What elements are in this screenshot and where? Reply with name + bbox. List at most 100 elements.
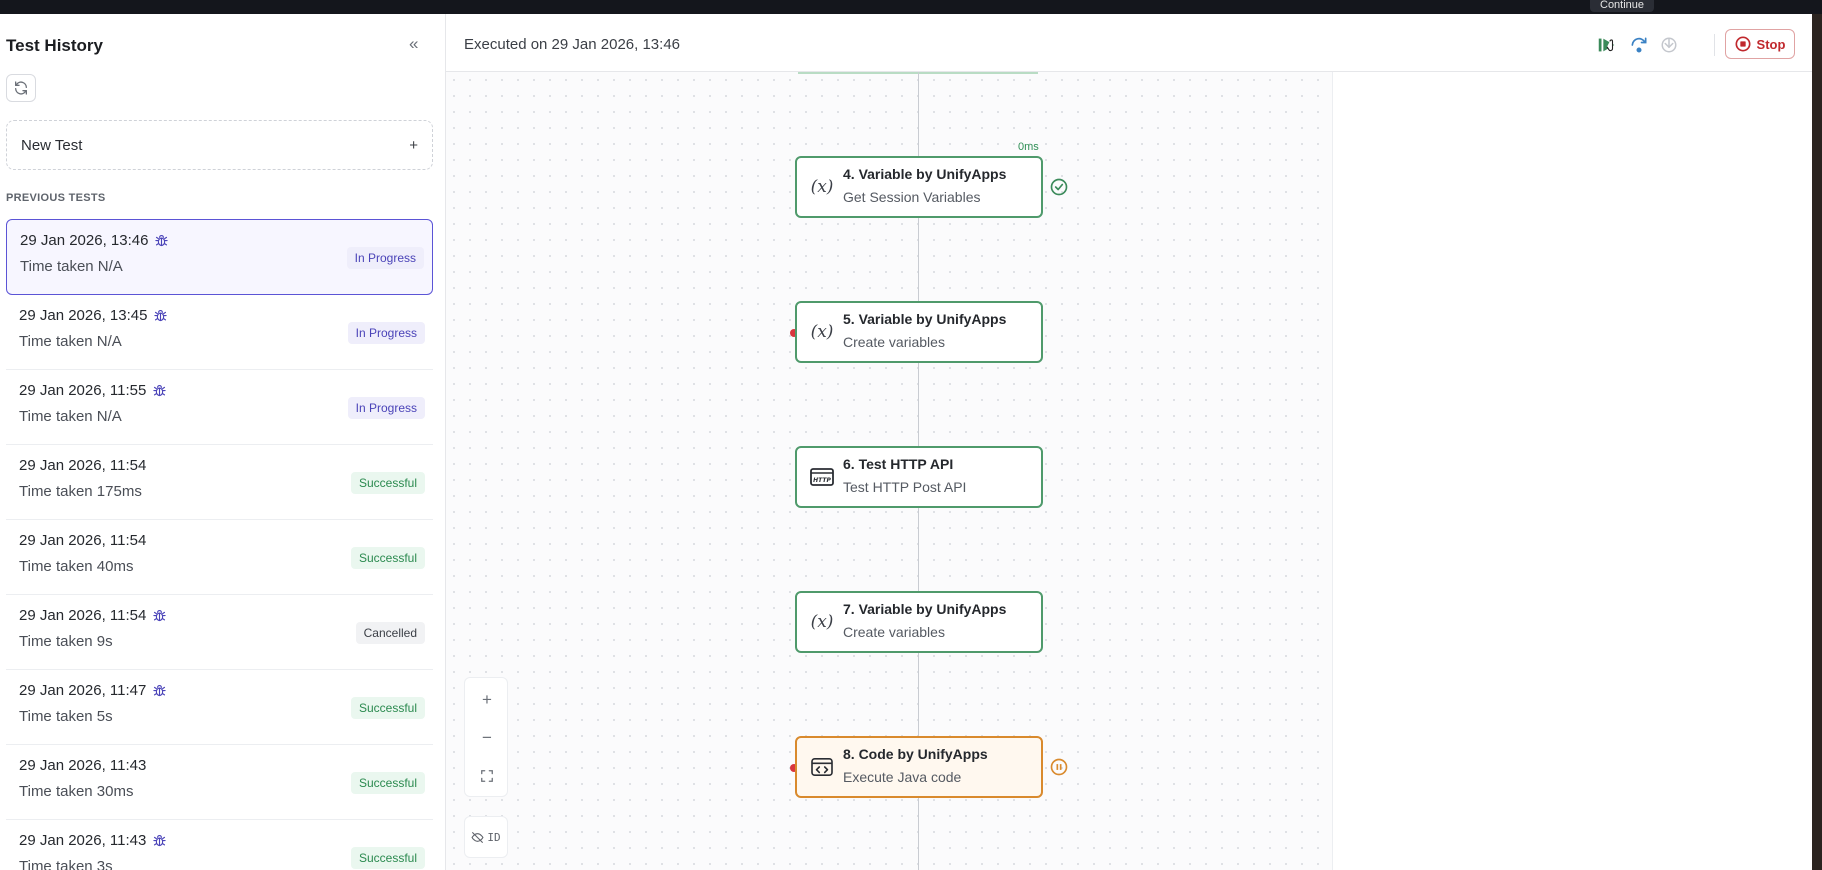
refresh-button[interactable] [6,74,36,102]
node-subtitle: Test HTTP Post API [843,479,967,495]
stop-icon [1735,36,1751,52]
executed-on-title: Executed on 29 Jan 2026, 13:46 [464,36,681,53]
node-title: 7. Variable by UnifyApps [843,601,1007,617]
flow-node-4[interactable]: (x) 4. Variable by UnifyApps Get Session… [795,156,1043,218]
node-subtitle: Create variables [843,334,945,350]
variable-icon: (x) [810,612,834,632]
window-edge [1812,14,1822,870]
test-date-text: 29 Jan 2026, 13:46 [20,232,149,249]
test-date-text: 29 Jan 2026, 11:43 [19,757,147,774]
zoom-in-button[interactable]: + [482,690,492,709]
main-header: Executed on 29 Jan 2026, 13:46 Stop [446,14,1822,72]
test-time-taken: Time taken 40ms [19,558,134,575]
node-title: 4. Variable by UnifyApps [843,166,1007,182]
details-panel [1333,72,1822,870]
previous-tests-heading: PREVIOUS TESTS [6,192,106,204]
continue-button[interactable] [1594,32,1620,58]
bug-icon [152,608,167,623]
new-test-button[interactable]: New Test + [6,120,433,170]
node-subtitle: Get Session Variables [843,189,981,205]
status-badge: Successful [350,547,425,569]
status-badge: Successful [350,472,425,494]
node-title: 6. Test HTTP API [843,456,954,472]
breakpoint-dot[interactable] [790,329,798,337]
stop-label: Stop [1756,36,1786,52]
test-date-text: 29 Jan 2026, 11:54 [19,607,147,624]
step-over-button[interactable] [1626,32,1652,58]
flow-node-5[interactable]: (x) 5. Variable by UnifyApps Create vari… [795,301,1043,363]
test-date-text: 29 Jan 2026, 11:55 [19,382,147,399]
zoom-out-button[interactable]: − [482,728,492,747]
test-time-taken: Time taken 175ms [19,483,142,500]
variable-icon: (x) [810,322,834,342]
test-date-text: 29 Jan 2026, 13:45 [19,307,148,324]
test-date: 29 Jan 2026, 11:43 [19,832,421,849]
status-badge: Successful [350,772,425,794]
continue-play-icon [1598,38,1615,52]
test-date: 29 Jan 2026, 11:54 [19,607,421,624]
test-time-taken: Time taken 9s [19,633,113,650]
status-badge: Cancelled [355,622,425,644]
test-time-taken: Time taken 30ms [19,783,134,800]
step-into-icon [1661,37,1677,53]
status-badge: In Progress [347,397,425,419]
breakpoint-dot[interactable] [790,764,798,772]
test-time-taken: Time taken 3s [19,858,113,870]
node-title: 8. Code by UnifyApps [843,746,988,762]
status-badge: Successful [350,697,425,719]
test-date: 29 Jan 2026, 11:54 [19,457,421,474]
test-date: 29 Jan 2026, 11:54 [19,532,421,549]
check-circle-icon [1050,178,1068,196]
step-into-button[interactable] [1656,32,1682,58]
fit-view-button[interactable] [465,758,509,794]
fullscreen-icon [481,770,493,782]
test-date-text: 29 Jan 2026, 11:54 [19,457,147,474]
node-subtitle: Execute Java code [843,769,962,785]
pause-circle-icon [1050,758,1068,776]
flow-node-8[interactable]: 8. Code by UnifyApps Execute Java code [795,736,1043,798]
flow-node-6[interactable]: HTTP 6. Test HTTP API Test HTTP Post API [795,446,1043,508]
zoom-toolbar: + − [464,677,508,797]
sidebar-title: Test History [6,36,103,55]
step-over-icon [1631,37,1647,53]
test-date-text: 29 Jan 2026, 11:54 [19,532,147,549]
test-date: 29 Jan 2026, 11:47 [19,682,421,699]
status-badge: In Progress [347,322,425,344]
bug-icon [152,833,167,848]
http-icon: HTTP [809,465,835,489]
bug-icon [154,233,169,248]
test-date-text: 29 Jan 2026, 11:47 [19,682,147,699]
header-divider [1714,34,1715,56]
test-date: 29 Jan 2026, 13:46 [20,232,420,249]
test-time-taken: Time taken N/A [20,258,123,275]
status-badge: Successful [350,847,425,869]
test-date-text: 29 Jan 2026, 11:43 [19,832,147,849]
variable-icon: (x) [810,177,834,197]
chevron-double-left-icon[interactable]: « [409,34,419,53]
top-bar [0,0,1822,14]
code-icon [809,755,835,779]
new-test-label: New Test [21,136,83,154]
flow-node-7[interactable]: (x) 7. Variable by UnifyApps Create vari… [795,591,1043,653]
node-title: 5. Variable by UnifyApps [843,311,1007,327]
flow-canvas[interactable]: 0ms (x) 4. Variable by UnifyApps Get Ses… [446,72,1333,870]
test-time-taken: Time taken N/A [19,408,122,425]
stop-button[interactable]: Stop [1725,29,1795,59]
node-duration: 0ms [1018,141,1039,153]
test-time-taken: Time taken N/A [19,333,122,350]
id-toggle-button[interactable]: ID [464,816,508,858]
test-history-sidebar: Test History « New Test + PREVIOUS TESTS… [0,14,446,870]
bug-icon [152,683,167,698]
bug-icon [153,308,168,323]
id-toggle-label: ID [487,830,501,844]
